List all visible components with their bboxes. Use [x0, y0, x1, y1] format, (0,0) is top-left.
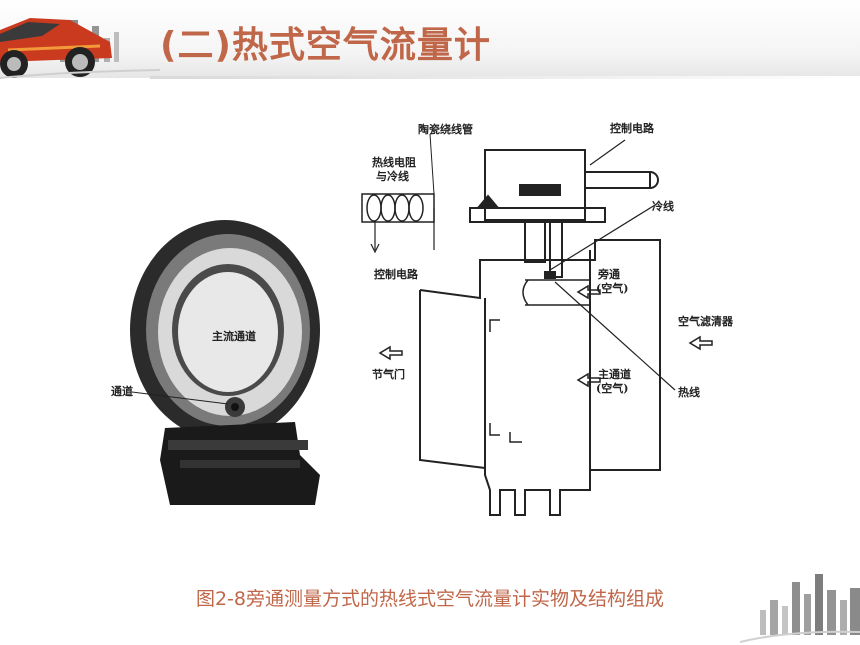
label-bypass: 旁通 [598, 268, 620, 281]
hot-wire-coil [361, 133, 435, 254]
label-main-passage: 主通道 [598, 368, 631, 381]
label-bypass-air: (空气) [596, 282, 629, 295]
label-cold-wire: 冷线 [652, 200, 674, 213]
header-divider [150, 76, 860, 79]
sports-car-logo [0, 18, 160, 79]
flow-arrows [378, 284, 713, 388]
label-air-filter: 空气滤清器 [678, 315, 733, 328]
label-throttle: 节气门 [372, 368, 405, 381]
figure-caption: 图2-8旁通测量方式的热线式空气流量计实物及结构组成 [195, 588, 665, 610]
airflow-meter-photo [130, 220, 320, 505]
airflow-meter-structure-diagram [361, 133, 713, 516]
label-hot-wire-resistor: 热线电阻 [372, 156, 416, 169]
label-main-air: (空气) [596, 382, 629, 395]
label-control-circuit-top: 控制电路 [610, 122, 654, 135]
label-control-circuit-left: 控制电路 [374, 268, 418, 281]
photo-label-main-channel: 主流通道 [212, 330, 256, 343]
header-band [0, 0, 860, 78]
air-passage-body [419, 139, 676, 516]
label-hot-wire: 热线 [678, 386, 700, 399]
label-and-cold-wire: 与冷线 [376, 170, 409, 183]
page-title: (二)热式空气流量计 [160, 25, 491, 66]
photo-label-bypass-channel: 通道 [111, 385, 133, 398]
label-ceramic-bobbin: 陶瓷绕线管 [418, 123, 473, 136]
city-skyline-decoration [740, 574, 860, 643]
control-circuit-housing [469, 149, 659, 278]
